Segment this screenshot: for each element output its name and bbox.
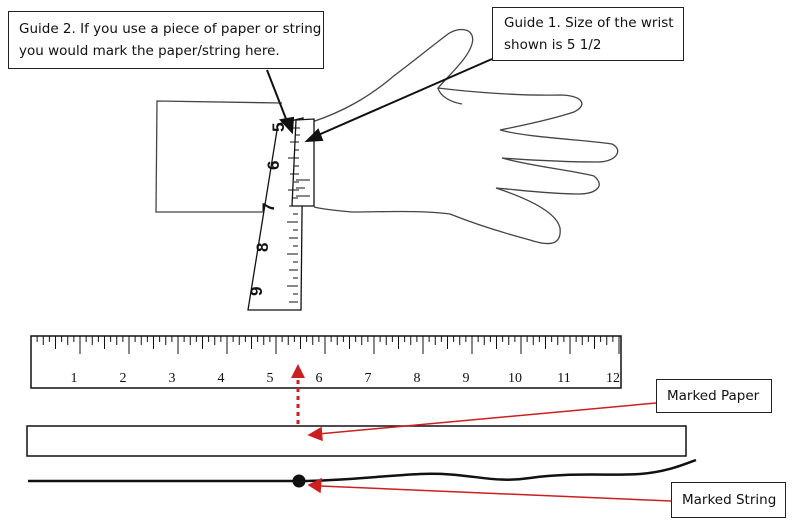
ruler-number: 7 [365,371,372,386]
marked-string [28,458,697,488]
guide-2-callout: Guide 2. If you use a piece of paper or … [8,11,324,69]
ruler-number: 6 [316,371,323,386]
string-mark [292,474,306,488]
ruler-number: 1 [71,371,78,386]
marked-string-label: Marked String [671,482,786,518]
guide-1-line-1: Guide 1. Size of the wrist [504,15,674,31]
ruler-number: 9 [463,371,470,386]
guide-2-line-1: Guide 2. If you use a piece of paper or … [19,21,322,37]
tape-number: 7 [259,203,278,212]
guide-1-line-2: shown is 5 1/2 [504,37,602,53]
ruler-number: 10 [508,371,522,386]
label-arrows [307,402,672,502]
ruler-ticks [30,336,620,354]
guide-1-callout: Guide 1. Size of the wrist shown is 5 1/… [492,7,684,61]
ruler-number: 12 [606,371,620,386]
tape-number: 8 [253,243,272,252]
ruler-number: 4 [218,371,225,386]
ruler-number: 8 [414,371,421,386]
ruler-number: 3 [169,371,176,386]
hand-outline [155,28,619,245]
marked-string-text: Marked String [682,492,777,508]
ruler-number: 5 [267,371,274,386]
marked-paper-text: Marked Paper [667,388,760,404]
guide-arrows [266,58,493,143]
marked-paper-label: Marked Paper [656,379,772,413]
ruler-number: 11 [557,371,570,386]
tape-number: 6 [264,161,283,170]
tape-number: 5 [269,123,288,132]
tape-measure: 5 6 7 8 9 [247,117,315,311]
ruler-number: 2 [120,371,127,386]
tape-number: 9 [247,287,266,296]
guide-2-line-2: you would mark the paper/string here. [19,43,280,59]
